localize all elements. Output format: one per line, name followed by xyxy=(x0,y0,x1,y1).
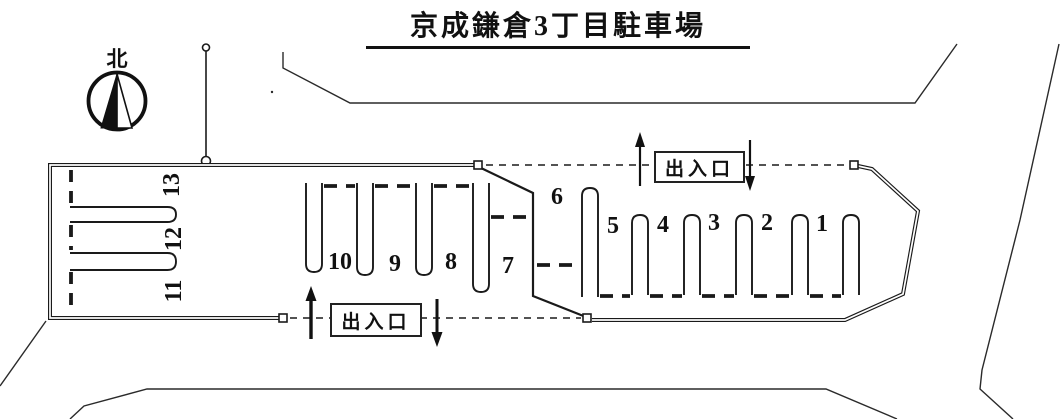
top-entry-up-arrow-icon xyxy=(635,132,645,186)
square-markers xyxy=(278,160,859,323)
north-compass-icon xyxy=(86,70,148,132)
spot-number-4: 4 xyxy=(657,212,669,238)
entrance-exit-label-bottom: 出入口 xyxy=(330,303,422,337)
spot-number-2: 2 xyxy=(761,210,773,236)
bottom-entry-down-arrow-icon xyxy=(431,299,443,347)
spot-number-9: 9 xyxy=(389,251,401,277)
spot-number-5: 5 xyxy=(607,213,619,239)
spot-number-1: 1 xyxy=(816,211,828,237)
spot-number-10: 10 xyxy=(328,249,352,275)
lot-boundary-double-lines xyxy=(48,163,921,322)
bottom-entry-up-arrow-icon xyxy=(305,286,317,339)
spot-number-6: 6 xyxy=(551,184,563,210)
entry-arrows xyxy=(305,132,755,347)
spot-number-7: 7 xyxy=(502,253,514,279)
north-label: 北 xyxy=(106,47,128,71)
spot-number-12: 12 xyxy=(161,227,187,251)
spot-number-11: 11 xyxy=(161,279,187,303)
page-title: 京成鎌倉3丁目駐車場 xyxy=(366,4,750,49)
spot-number-13: 13 xyxy=(159,173,185,197)
stall-dividers xyxy=(70,183,860,297)
top-entry-down-arrow-icon xyxy=(745,140,755,191)
spot-number-8: 8 xyxy=(445,249,457,275)
entrance-exit-label-top: 出入口 xyxy=(654,151,745,183)
stall-dashed-lines xyxy=(69,170,841,313)
pole-marker-icon xyxy=(200,43,212,167)
road-outline-lines xyxy=(0,43,1060,419)
spot-number-3: 3 xyxy=(708,210,720,236)
